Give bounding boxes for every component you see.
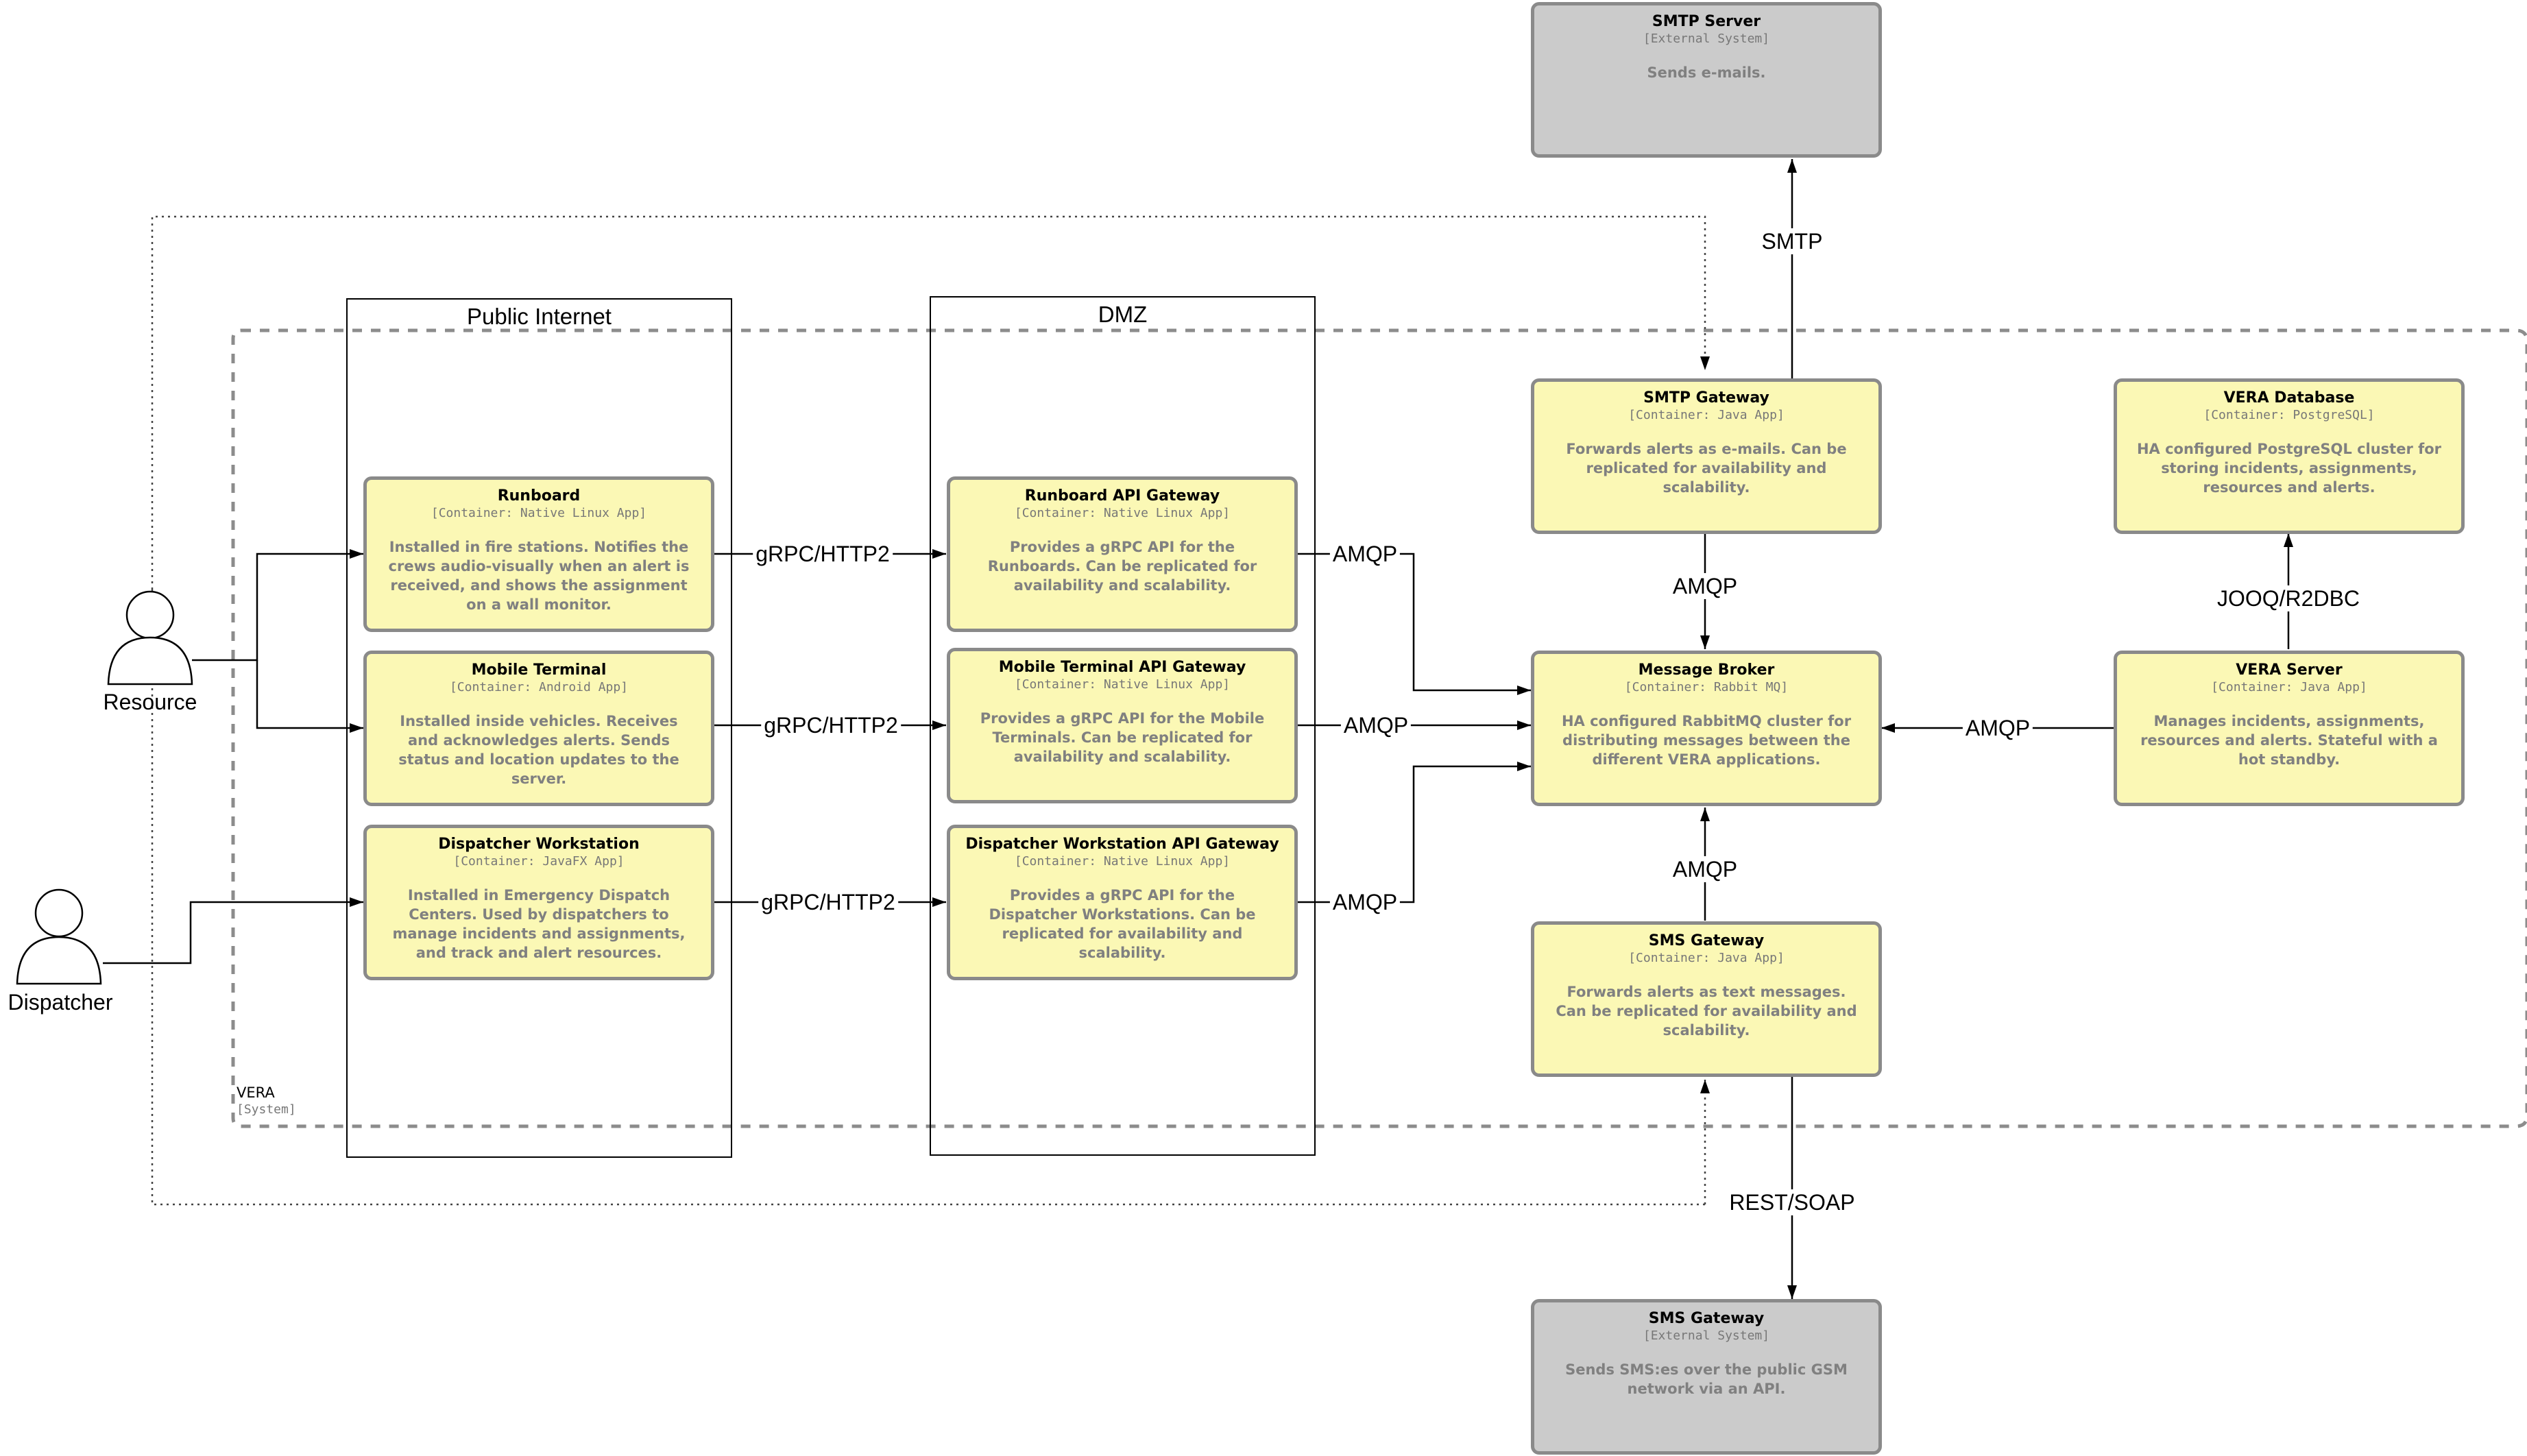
dispatcher-workstation-api-gateway-title: Dispatcher Workstation API Gateway [965,836,1279,853]
mobile-terminal-api-gateway-type: [Container: Native Linux App] [1014,677,1231,692]
dispatcher-workstation-title: Dispatcher Workstation [438,836,640,853]
dispatcher-workstation-api-gateway-container[interactable]: Dispatcher Workstation API Gateway [Cont… [947,825,1298,980]
smtp-gateway-container[interactable]: SMTP Gateway [Container: Java App] Forwa… [1531,378,1882,534]
label-server-to-database: JOOQ/R2DBC [2214,585,2363,611]
smtp-gateway-type: [Container: Java App] [1628,408,1785,422]
runboard-title: Runboard [497,487,581,505]
label-mobile-to-gateway: gRPC/HTTP2 [761,712,901,738]
label-smtp-gw-to-server: SMTP [1758,228,1826,254]
runboard-api-gateway-container[interactable]: Runboard API Gateway [Container: Native … [947,476,1298,632]
vera-system-boundary [231,328,2527,1128]
smtp-gateway-description: Forwards alerts as e-mails. Can be repli… [1566,441,1847,496]
sms-gateway-description: Forwards alerts as text messages. Can be… [1556,984,1857,1039]
sms-gateway-title: SMS Gateway [1648,932,1765,949]
runboard-container[interactable]: Runboard [Container: Native Linux App] I… [363,476,714,632]
label-dispatcher-to-gateway: gRPC/HTTP2 [758,889,898,915]
vera-database-description: HA configured PostgreSQL cluster for sto… [2136,441,2442,496]
label-smtp-gw-to-broker: AMQP [1669,573,1741,599]
label-runboard-to-gateway: gRPC/HTTP2 [753,541,893,567]
runboard-api-gateway-description: Provides a gRPC API for the Runboards. C… [987,539,1257,594]
runboard-api-gateway-type: [Container: Native Linux App] [1014,506,1231,520]
mobile-terminal-api-gateway-description: Provides a gRPC API for the Mobile Termi… [980,710,1265,765]
message-broker-description: HA configured RabbitMQ cluster for distr… [1561,713,1852,768]
zone-public-internet-title: Public Internet [467,304,612,329]
runboard-type: [Container: Native Linux App] [431,506,647,520]
mobile-terminal-type: [Container: Android App] [449,680,629,694]
vera-database-container[interactable]: VERA Database [Container: PostgreSQL] HA… [2114,378,2465,534]
dispatcher-workstation-container[interactable]: Dispatcher Workstation [Container: JavaF… [363,825,714,980]
sms-gateway-external-description: Sends SMS:es over the public GSM network… [1565,1361,1848,1397]
zone-dmz: DMZ [930,296,1316,1156]
dispatcher-label: Dispatcher [8,990,113,1015]
smtp-server-type: [External System] [1643,32,1770,46]
label-sms-gw-to-ext: REST/SOAP [1726,1189,1858,1215]
sms-gateway-container[interactable]: SMS Gateway [Container: Java App] Forwar… [1531,921,1882,1077]
dispatcher-workstation-description: Installed in Emergency Dispatch Centers.… [392,887,686,961]
vera-database-type: [Container: PostgreSQL] [2203,408,2375,422]
label-server-to-broker: AMQP [1962,715,2033,741]
sms-gateway-external-type: [External System] [1643,1328,1770,1343]
runboard-description: Installed in fire stations. Notifies the… [388,539,690,613]
dispatcher-workstation-type: [Container: JavaFX App] [453,854,625,869]
resource-label: Resource [103,690,197,714]
smtp-server-description: Sends e-mails. [1647,64,1766,81]
dispatcher-workstation-api-gateway-type: [Container: Native Linux App] [1014,854,1231,869]
edge-runboard-gw-broker [1298,553,1531,695]
smtp-server-external[interactable]: SMTP Server [External System] Sends e-ma… [1531,2,1882,158]
edge-resource-runboard [192,549,363,662]
dispatcher-workstation-api-gateway-description: Provides a gRPC API for the Dispatcher W… [989,887,1256,961]
vera-server-description: Manages incidents, assignments, resource… [2140,713,2438,768]
sms-gateway-type: [Container: Java App] [1628,951,1785,965]
vera-database-title: VERA Database [2223,389,2355,407]
vera-server-type: [Container: Java App] [2211,680,2367,694]
label-sms-gw-to-broker: AMQP [1669,856,1741,882]
edge-dispatcher-gw-broker [1298,762,1531,903]
label-runboard-gw-to-broker: AMQP [1329,541,1401,567]
label-mobile-gw-to-broker: AMQP [1340,712,1412,738]
message-broker-container[interactable]: Message Broker [Container: Rabbit MQ] HA… [1531,651,1882,806]
mobile-terminal-description: Installed inside vehicles. Receives and … [398,713,679,787]
edge-resource-mobile [256,660,363,733]
zone-public-internet: Public Internet [346,298,732,1158]
resource-person-icon [107,590,193,685]
edge-dispatcher-workstation [103,897,363,964]
smtp-server-title: SMTP Server [1652,13,1761,30]
mobile-terminal-title: Mobile Terminal [471,662,607,679]
dotted-connector-resource-smtp [151,215,1705,1206]
mobile-terminal-api-gateway-title: Mobile Terminal API Gateway [998,659,1246,676]
zone-dmz-title: DMZ [1098,302,1148,327]
system-boundary-type: [System] [237,1102,296,1117]
sms-gateway-external-title: SMS Gateway [1648,1310,1765,1327]
runboard-api-gateway-title: Runboard API Gateway [1024,487,1220,505]
message-broker-title: Message Broker [1638,662,1775,679]
vera-server-container[interactable]: VERA Server [Container: Java App] Manage… [2114,651,2465,806]
mobile-terminal-container[interactable]: Mobile Terminal [Container: Android App]… [363,651,714,806]
mobile-terminal-api-gateway-container[interactable]: Mobile Terminal API Gateway [Container: … [947,648,1298,803]
dispatcher-person-icon [16,888,102,985]
system-boundary-name: VERA [237,1084,275,1101]
label-dispatcher-gw-to-broker: AMQP [1329,889,1401,915]
smtp-gateway-title: SMTP Gateway [1643,389,1769,407]
sms-gateway-external[interactable]: SMS Gateway [External System] Sends SMS:… [1531,1299,1882,1455]
message-broker-type: [Container: Rabbit MQ] [1624,680,1789,694]
vera-server-title: VERA Server [2236,662,2343,679]
